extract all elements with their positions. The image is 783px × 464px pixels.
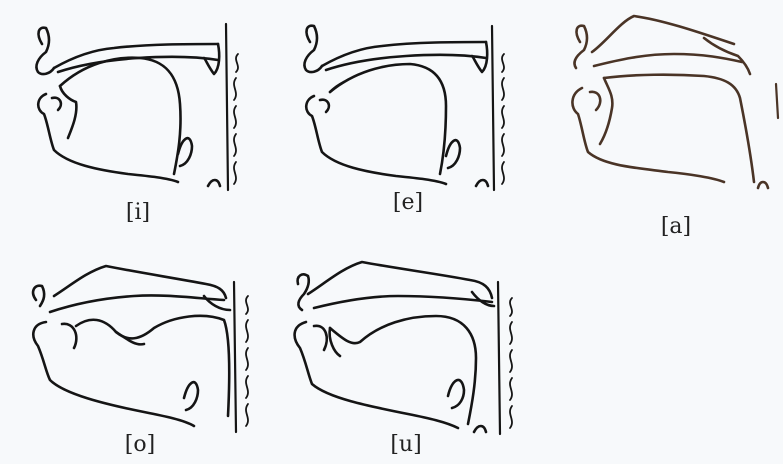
palate-upper — [54, 44, 218, 68]
lower-lip-inner — [314, 326, 327, 350]
lower-lip-jaw — [33, 322, 194, 426]
vocal-tract-diagram-u — [288, 254, 528, 438]
epiglottis — [184, 382, 198, 410]
palate-upper — [308, 262, 492, 298]
palate-lower — [594, 54, 742, 66]
tongue-tip — [330, 82, 344, 92]
lower-lip-inner — [320, 100, 329, 112]
palate-upper — [592, 16, 734, 52]
lower-lip-inner — [52, 98, 61, 110]
pharynx-wall-line — [226, 24, 228, 190]
vowel-panel-e: [e] — [296, 14, 526, 194]
vertebrae-wavy — [502, 54, 504, 184]
vowel-panel-i: [i] — [28, 14, 258, 194]
upper-lip-nose-outline — [33, 286, 44, 306]
vocal-tract-diagram-i — [28, 14, 258, 194]
palate-upper — [54, 266, 226, 298]
lower-lip-jaw — [295, 322, 458, 428]
upper-lip-nose-outline — [304, 26, 322, 72]
palate-lower — [314, 296, 492, 308]
epiglottis — [448, 380, 464, 408]
vertebrae-wavy — [246, 296, 248, 426]
lower-lip-jaw — [572, 88, 724, 182]
epiglottis — [446, 140, 460, 168]
tongue — [330, 64, 446, 174]
upper-lip-nose-outline — [574, 26, 587, 68]
vowel-label-o: [o] — [80, 432, 200, 457]
vocal-tract-diagram-e — [296, 14, 526, 194]
tongue-tip — [600, 78, 612, 144]
palate-lower — [50, 295, 224, 312]
palate-upper — [322, 42, 486, 66]
vertebrae-wavy — [510, 298, 512, 428]
vocal-tract-diagram-a — [564, 8, 783, 192]
larynx-small — [208, 180, 220, 186]
pharynx-wall-line — [776, 84, 778, 118]
vowel-label-e: [e] — [348, 190, 468, 215]
larynx-small — [476, 180, 488, 186]
pharynx-wall-line — [492, 26, 494, 190]
upper-lip-nose-outline — [298, 274, 309, 310]
pharynx-wall-line — [234, 282, 236, 432]
larynx-small — [758, 182, 768, 188]
tongue — [60, 58, 181, 174]
lower-lip-inner — [590, 92, 600, 110]
tongue-tip — [60, 86, 76, 138]
vowel-label-i: [i] — [78, 200, 198, 225]
upper-lip-nose-outline — [36, 28, 54, 74]
vowel-panel-o: [o] — [24, 256, 264, 436]
vowel-label-u: [u] — [346, 432, 466, 457]
vertebrae-wavy — [234, 54, 238, 184]
vowel-panel-a: [a] — [564, 8, 783, 192]
palate-lower — [326, 55, 486, 70]
lower-lip-inner — [62, 324, 76, 348]
vowel-panel-u: [u] — [288, 254, 528, 438]
vowel-label-a: [a] — [616, 214, 736, 239]
pharynx-wall-line — [498, 282, 500, 434]
vocal-tract-diagram-o — [24, 256, 264, 436]
larynx-small — [474, 426, 486, 432]
